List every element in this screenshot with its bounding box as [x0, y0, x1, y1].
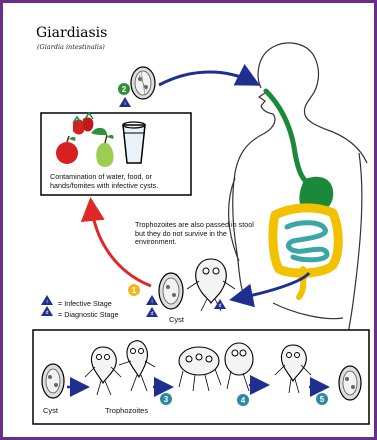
trophozoites-label: Trophozoites: [105, 406, 148, 415]
stage-1-trophozoite: [187, 259, 235, 311]
contamination-caption: Contamination of water, food, or hands/f…: [50, 173, 192, 190]
bottom-cyst-left: [42, 364, 64, 398]
legend-diagnostic-icon: d: [41, 306, 53, 316]
svg-text:i: i: [151, 299, 152, 305]
cyst-label-top: Cyst: [169, 315, 184, 324]
stage-4-badge: 4: [237, 394, 249, 406]
svg-text:d: d: [219, 303, 222, 309]
svg-text:d: d: [151, 311, 154, 317]
digestive-tract: [266, 91, 338, 297]
legend-infective-label: = Infective Stage: [58, 299, 112, 308]
cyst-label-bottom: Cyst: [43, 406, 58, 415]
trophozoite-note: Trophozoites are also passed in stool bu…: [135, 221, 260, 247]
stage-5-badge: 5: [316, 393, 328, 405]
stage-2-cyst: [131, 67, 155, 99]
svg-text:1: 1: [132, 286, 137, 295]
svg-text:2: 2: [122, 85, 127, 94]
legend-infective-icon: i: [41, 295, 53, 305]
water-glass-icon: [123, 122, 145, 163]
excystation-panel: [33, 330, 369, 424]
svg-text:d: d: [46, 310, 49, 316]
infective-marker-mid: i: [146, 295, 158, 305]
diagnostic-marker-mid: d: [146, 307, 158, 317]
svg-text:i: i: [46, 299, 47, 305]
stage-2-badge: 2: [118, 83, 130, 95]
stage-1-cyst: [159, 273, 183, 309]
infective-marker-top: i: [119, 97, 131, 107]
small-intestine: [287, 223, 327, 260]
esophagus: [266, 91, 315, 189]
legend-diagnostic-label: = Diagnostic Stage: [58, 310, 119, 319]
diagram-subtitle: (Giardia intestinalis): [37, 43, 105, 51]
svg-text:4: 4: [241, 396, 246, 405]
stage-1-badge: 1: [128, 284, 140, 296]
arrow-ingestion: [159, 72, 255, 85]
svg-text:3: 3: [164, 395, 169, 404]
bottom-cyst-right: [339, 366, 361, 400]
svg-text:5: 5: [320, 395, 325, 404]
diagram-title: Giardiasis: [36, 25, 107, 41]
svg-text:i: i: [124, 101, 125, 107]
stage-3-badge: 3: [160, 393, 172, 405]
